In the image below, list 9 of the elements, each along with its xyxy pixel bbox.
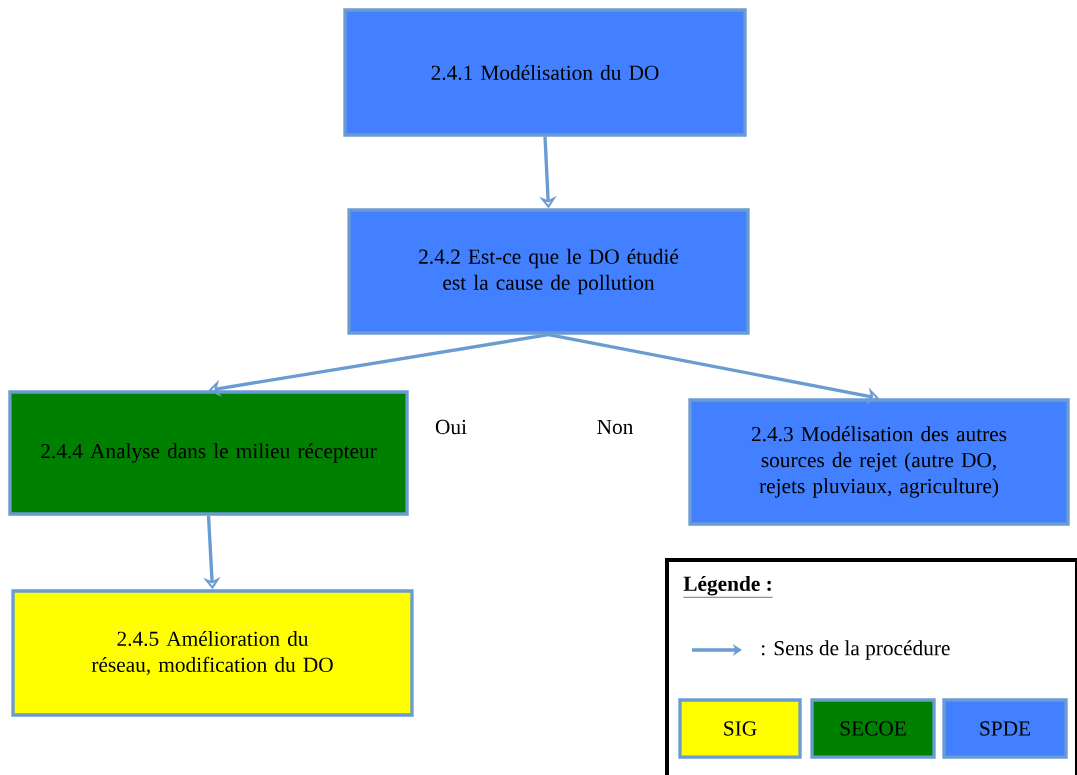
legend-title: Légende : <box>683 575 773 598</box>
process-box: 2.4.4 Analyse dans le milieu récepteur <box>8 390 409 516</box>
process-box: 2.4.2 Est-ce que le DO étudié est la cause de pollution <box>347 208 750 335</box>
process-box: 2.4.1 Modélisation du DO <box>343 8 747 137</box>
edge-label: Oui <box>433 418 469 436</box>
process-box: 2.4.3 Modélisation des autres sources de rejet (autre DO, rejets pluviaux, agriculture) <box>688 398 1070 526</box>
process-box: 2.4.5 Amélioration du réseau, modification du DO <box>11 589 414 717</box>
edge-label: Non <box>595 418 635 436</box>
legend-text: : Sens de la procédure <box>761 640 950 660</box>
